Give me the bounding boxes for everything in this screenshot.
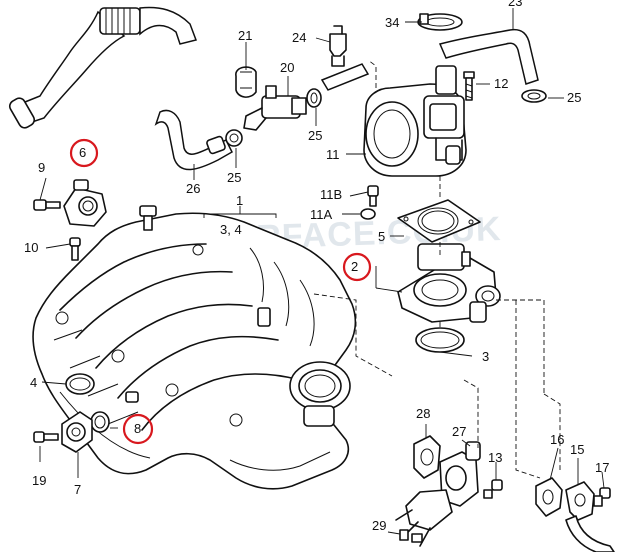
callout-17: 17 xyxy=(595,460,609,475)
highlight-circle-6 xyxy=(69,138,99,168)
bolt-19 xyxy=(33,431,59,443)
callout-11A: 11A xyxy=(310,207,332,222)
callout-12: 12 xyxy=(494,76,508,91)
callout-27: 27 xyxy=(452,424,466,439)
highlight-circle-2 xyxy=(342,252,372,282)
callout-15: 15 xyxy=(570,442,584,457)
o-ring-4 xyxy=(65,373,95,395)
callout-28: 28 xyxy=(416,406,430,421)
callout-6: 6 xyxy=(79,145,86,160)
callout-11B: 11B xyxy=(320,187,342,202)
callout-20: 20 xyxy=(280,60,294,75)
sensor-7 xyxy=(61,411,93,453)
clamp-34 xyxy=(417,13,463,31)
part-11A xyxy=(360,208,376,220)
manifold-throttle-port xyxy=(289,361,351,427)
hose-23 xyxy=(438,28,539,85)
bolt-manifold-top xyxy=(139,205,157,231)
clamp-25-left xyxy=(225,129,243,147)
sensor-24 xyxy=(329,25,347,67)
callout-3-4: 3, 4 xyxy=(220,222,242,237)
bolt-9 xyxy=(33,199,61,211)
callout-8: 8 xyxy=(134,421,141,436)
highlight-circle-8 xyxy=(122,413,154,445)
bolt-17 xyxy=(593,487,611,507)
clamp-25-right xyxy=(521,89,547,103)
manifold-stud xyxy=(257,307,271,327)
clip-near-8 xyxy=(125,391,139,403)
screw-12 xyxy=(463,71,475,101)
callout-34: 34 xyxy=(385,15,399,30)
hose-small-20 xyxy=(320,63,370,91)
adapter-flange-2 xyxy=(397,243,501,323)
callout-4: 4 xyxy=(30,375,37,390)
dashed-assembly-lines xyxy=(313,59,561,479)
callout-3: 3 xyxy=(482,349,489,364)
callout-10: 10 xyxy=(24,240,38,255)
hose-26 xyxy=(154,109,233,171)
callout-2: 2 xyxy=(351,259,358,274)
callout-7: 7 xyxy=(74,482,81,497)
gasket-28 xyxy=(413,435,441,479)
callout-16: 16 xyxy=(550,432,564,447)
bolt-10 xyxy=(69,237,81,261)
clamp-21 xyxy=(235,66,257,98)
highlight-circles xyxy=(69,138,372,445)
valve-20 xyxy=(243,85,307,131)
seal-8 xyxy=(90,411,110,433)
callout-21: 21 xyxy=(238,28,252,43)
gasket-5 xyxy=(397,199,481,243)
callout-13: 13 xyxy=(488,450,502,465)
o-ring-3 xyxy=(415,327,465,353)
callout-25-left: 25 xyxy=(227,170,241,185)
callout-9: 9 xyxy=(38,160,45,175)
callout-29: 29 xyxy=(372,518,386,533)
leader-lines xyxy=(39,8,605,535)
callout-labels: 34 23 21 24 20 12 25 25 25 25 11 6 9 26 … xyxy=(24,0,609,533)
bolt-13 xyxy=(483,479,503,499)
callout-5: 5 xyxy=(378,229,385,244)
callout-19: 19 xyxy=(32,473,46,488)
callout-25-top-right: 25 xyxy=(567,90,581,105)
bracket-6 xyxy=(63,179,107,227)
throttle-body-11 xyxy=(363,65,467,177)
callout-23: 23 xyxy=(508,0,522,9)
gasket-16 xyxy=(535,477,563,517)
clamp-25-center xyxy=(306,88,322,108)
part-29 xyxy=(399,529,423,543)
callout-25-center: 25 xyxy=(308,128,322,143)
callout-1: 1 xyxy=(236,193,243,208)
valve-27 xyxy=(395,441,481,547)
callout-26: 26 xyxy=(186,181,200,196)
callout-24: 24 xyxy=(292,30,306,45)
pipe-15 xyxy=(565,481,615,552)
callout-11: 11 xyxy=(326,147,340,162)
part-11B xyxy=(367,185,379,207)
hose-upper-left xyxy=(8,6,197,129)
